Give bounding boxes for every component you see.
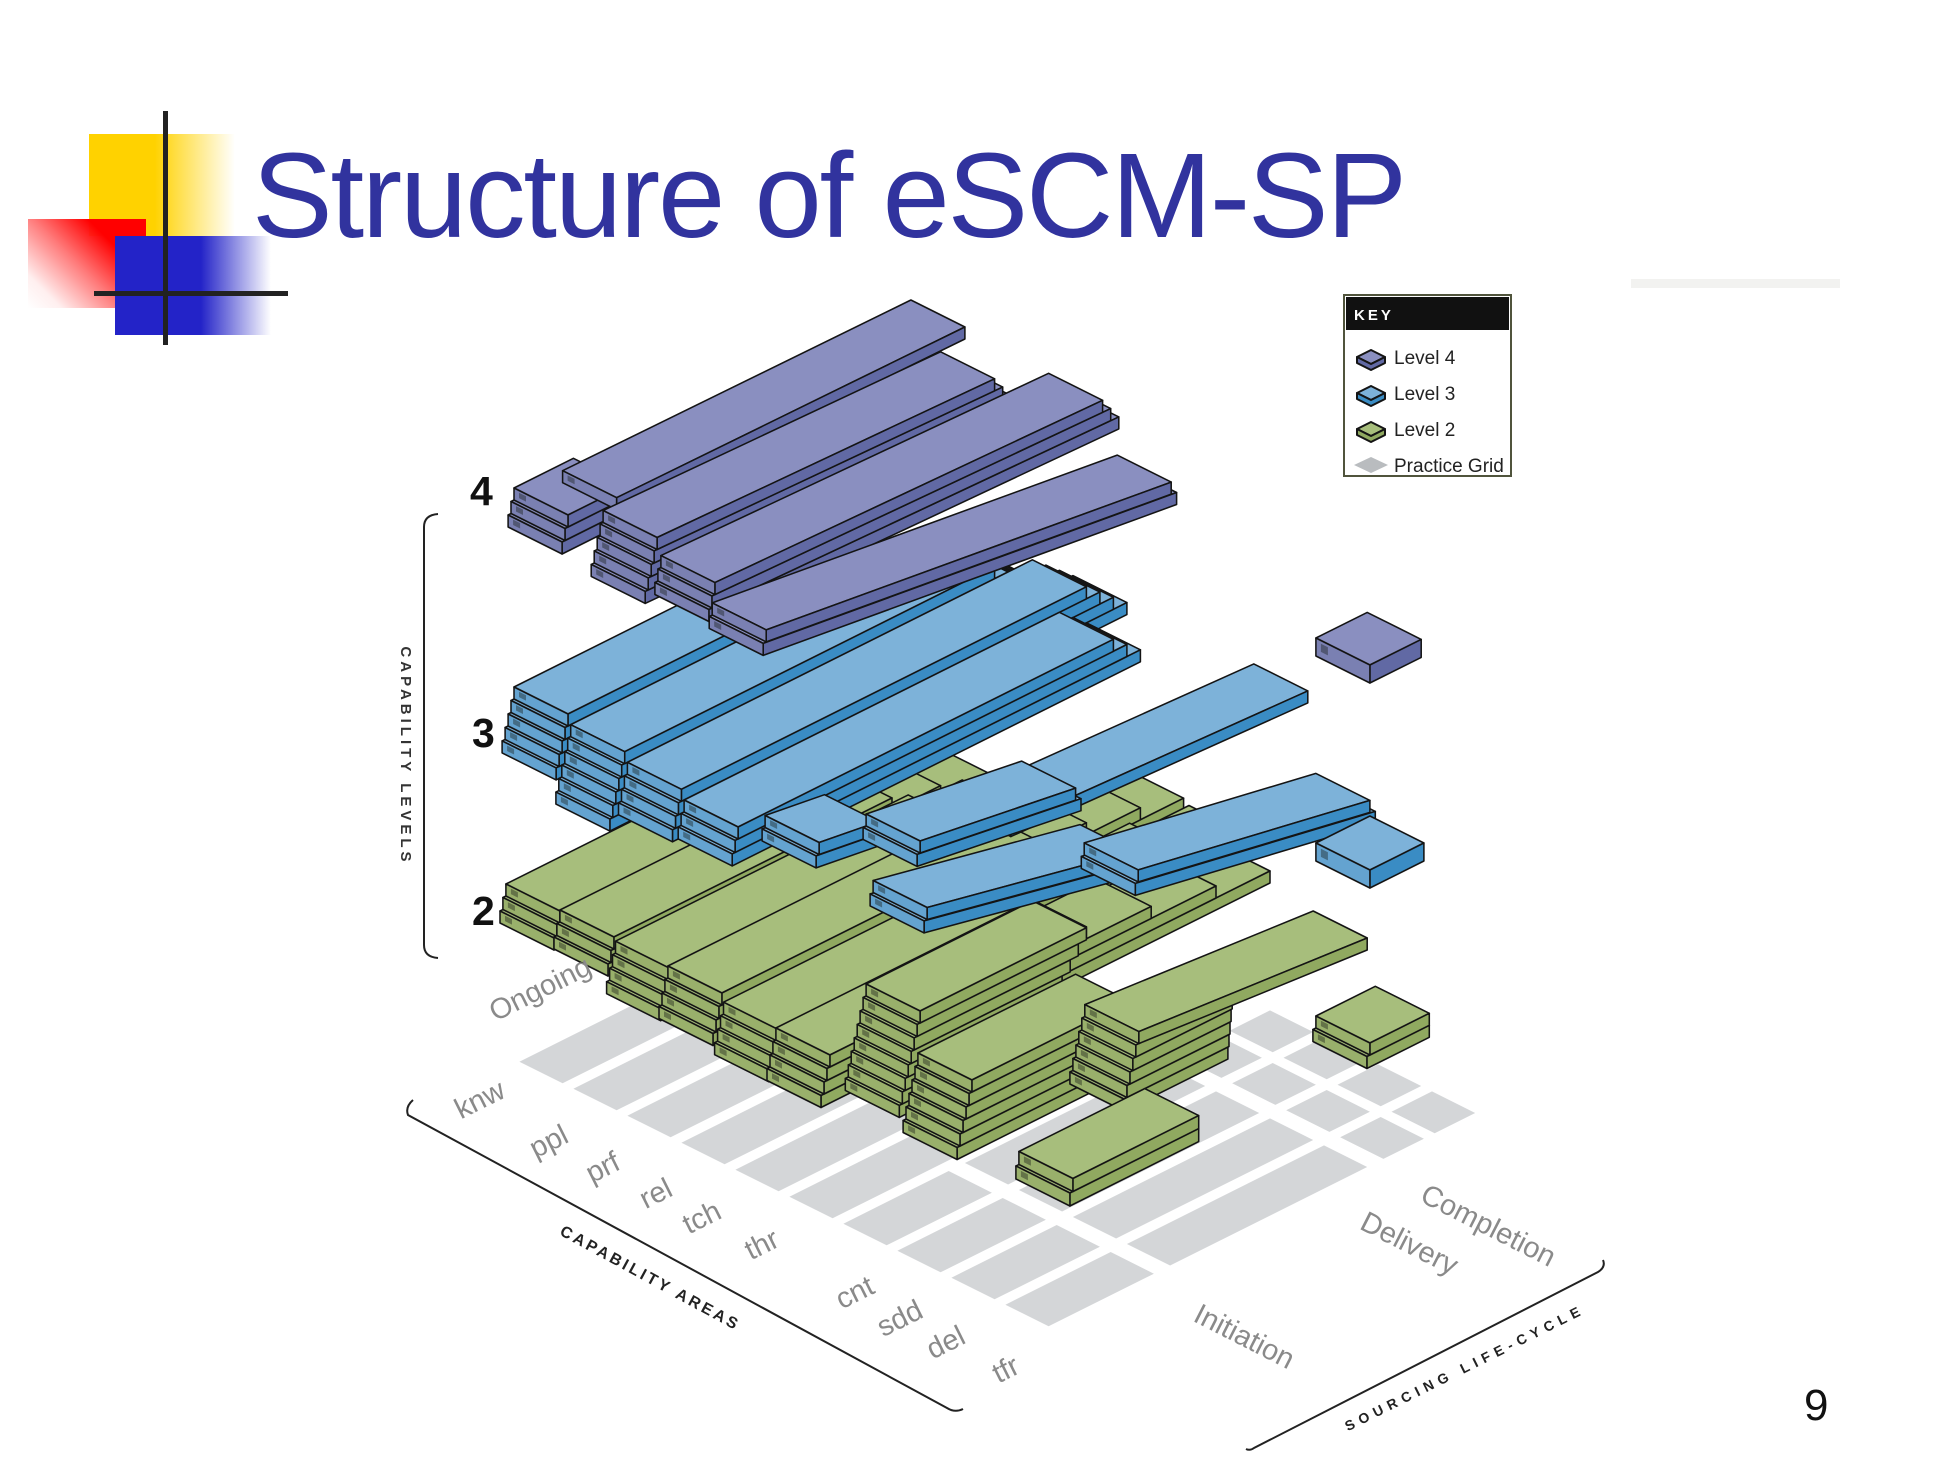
svg-text:Practice Grid: Practice Grid (1394, 456, 1504, 477)
svg-text:3: 3 (472, 710, 495, 756)
svg-text:KEY: KEY (1354, 307, 1394, 324)
svg-text:rel: rel (634, 1172, 677, 1215)
svg-text:knw: knw (450, 1074, 511, 1126)
svg-text:2: 2 (472, 888, 495, 934)
svg-text:Ongoing: Ongoing (484, 950, 596, 1028)
svg-text:SOURCING LIFE-CYCLE: SOURCING LIFE-CYCLE (1342, 1301, 1587, 1434)
svg-text:del: del (922, 1320, 971, 1366)
svg-text:cnt: cnt (831, 1270, 880, 1316)
svg-text:thr: thr (740, 1223, 785, 1267)
svg-text:Level 2: Level 2 (1394, 420, 1455, 441)
svg-text:CAPABILITY AREAS: CAPABILITY AREAS (557, 1223, 743, 1335)
svg-text:tfr: tfr (987, 1350, 1025, 1390)
svg-text:Level 3: Level 3 (1394, 384, 1455, 405)
svg-text:sdd: sdd (872, 1294, 928, 1344)
svg-text:Initiation: Initiation (1189, 1298, 1300, 1376)
svg-text:Level 4: Level 4 (1394, 348, 1456, 369)
svg-text:ppl: ppl (525, 1119, 574, 1165)
svg-text:CAPABILITY LEVELS: CAPABILITY LEVELS (397, 646, 414, 865)
svg-text:prf: prf (581, 1146, 626, 1190)
svg-text:4: 4 (470, 468, 493, 514)
svg-text:tch: tch (678, 1195, 727, 1241)
